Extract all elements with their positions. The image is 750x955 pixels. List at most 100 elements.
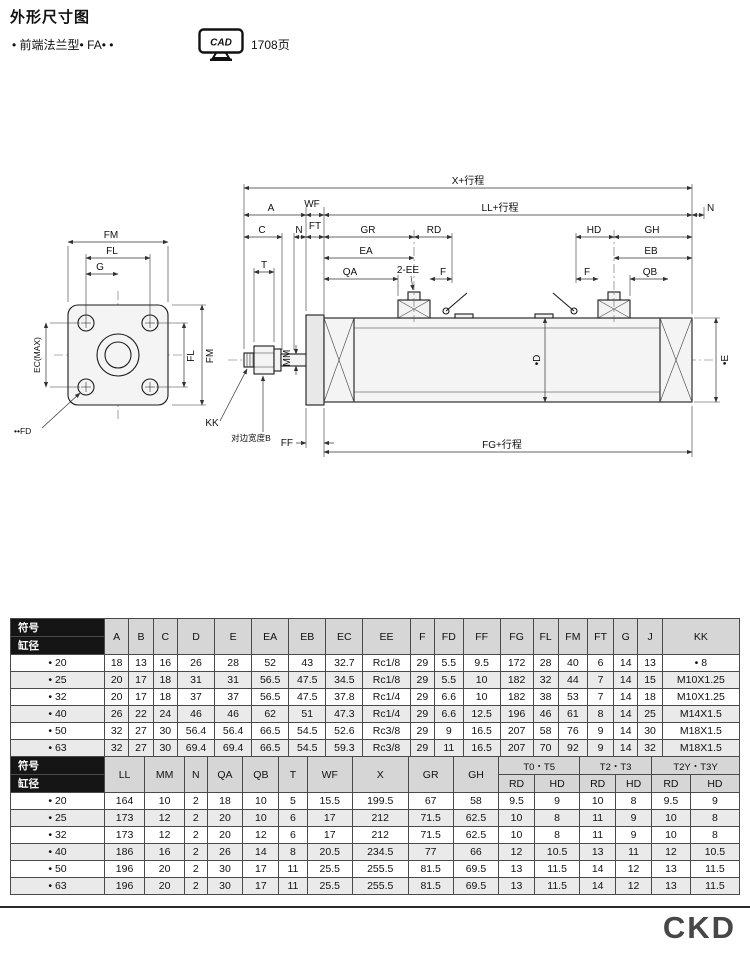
table-cell: 20 [103, 671, 130, 689]
table-cell: 10 [462, 688, 501, 706]
table-cell: 14 [579, 860, 617, 878]
table-cell: 29 [409, 654, 436, 672]
table-cell: 173 [103, 826, 146, 844]
column-group-header: T2・T3 [579, 756, 653, 775]
table-cell: 14 [613, 671, 639, 689]
table-cell: 32.7 [325, 654, 364, 672]
table-cell: 25.5 [306, 877, 353, 895]
table-cell: 37 [176, 688, 216, 706]
table-cell: 13 [128, 654, 154, 672]
table-cell: 13 [498, 877, 535, 895]
table-cell: 7 [587, 671, 615, 689]
table-cell: 14 [613, 722, 639, 740]
table-cell: 12 [144, 826, 186, 844]
dim-label-n-end: N [707, 203, 714, 214]
table-cell: 5.5 [434, 671, 464, 689]
table-cell: 6 [587, 654, 615, 672]
table-cell: 31 [214, 671, 253, 689]
table-cell: 77 [407, 843, 454, 861]
table-cell: Rc1/8 [362, 654, 411, 672]
cad-monitor-icon: CAD [198, 28, 244, 61]
table-cell: 10 [651, 826, 691, 844]
table-cell: 66.5 [251, 739, 290, 757]
page-subtitle: • 前端法兰型• FA• • [12, 38, 114, 52]
column-header-E: E [214, 618, 253, 655]
bore-size-cell: • 40 [10, 843, 105, 861]
table-cell: 8 [689, 826, 741, 844]
table-cell: 10 [498, 809, 535, 827]
dim-label-ff: FF [281, 438, 293, 449]
column-header-LL: LL [103, 756, 146, 793]
table-cell: 16.5 [462, 739, 501, 757]
table-cell: 92 [557, 739, 589, 757]
table-cell: 44 [557, 671, 589, 689]
table-cell: 66.5 [251, 722, 290, 740]
column-header-EC: EC [325, 618, 364, 655]
table-cell: 47.3 [325, 705, 364, 723]
bore-size-cell: • 32 [10, 688, 105, 706]
dim-label-fl-top: FL [106, 246, 118, 257]
table-cell: 28 [532, 654, 559, 672]
column-header-FG: FG [499, 618, 534, 655]
table-cell: 14 [579, 877, 617, 895]
table-cell: 9 [587, 739, 615, 757]
table-cell: 25 [637, 705, 663, 723]
table-cell: 69.5 [452, 877, 500, 895]
table-cell: 24 [152, 705, 178, 723]
dim-label-c: C [258, 225, 265, 236]
table-cell: 81.5 [407, 860, 454, 878]
table-cell: 9 [689, 792, 741, 810]
table-cell: 10 [242, 792, 280, 810]
table-cell: 54.5 [288, 739, 327, 757]
table-cell: 70 [532, 739, 559, 757]
dim-label-ea: EA [359, 246, 373, 257]
column-group-header: T0・T5 [498, 756, 581, 775]
column-header-X: X [351, 756, 409, 793]
table-cell: 69.4 [176, 739, 216, 757]
table-cell: 234.5 [351, 843, 409, 861]
sub-column-header-HD: HD [533, 774, 581, 793]
table-cell: 62.5 [452, 826, 500, 844]
table-cell: 30 [206, 877, 244, 895]
table-cell: 7 [587, 688, 615, 706]
table-cell: 10 [144, 792, 186, 810]
column-header-N: N [184, 756, 208, 793]
table-corner-symbol: 符号 [10, 618, 105, 637]
table-cell: 26 [103, 705, 130, 723]
dim-label-eb: EB [644, 246, 658, 257]
dim-label-fl-side: FL [186, 350, 197, 362]
table-cell: 38 [532, 688, 559, 706]
table-cell: 207 [499, 722, 534, 740]
table-cell: 9 [434, 722, 464, 740]
table-cell: 52 [251, 654, 290, 672]
table-cell: 14 [613, 705, 639, 723]
table-cell: 8 [278, 843, 308, 861]
table-cell: 10.5 [533, 843, 581, 861]
table-cell: 69.4 [214, 739, 253, 757]
sub-column-header-HD: HD [689, 774, 741, 793]
table-cell: 18 [152, 671, 178, 689]
table-cell: 62.5 [452, 809, 500, 827]
dim-label-2ee: 2-EE [397, 265, 420, 276]
column-header-A: A [103, 618, 130, 655]
footer-rule [0, 906, 750, 908]
sub-column-header-HD: HD [615, 774, 653, 793]
table-cell: 2 [184, 792, 208, 810]
table-cell: Rc1/8 [362, 671, 411, 689]
bore-size-cell: • 40 [10, 705, 105, 723]
table-cell: 13 [637, 654, 663, 672]
table-cell: 18 [152, 688, 178, 706]
table-cell: 18 [637, 688, 663, 706]
table-cell: 14 [613, 654, 639, 672]
table-cell: 11 [579, 809, 617, 827]
dim-label-gh: GH [645, 225, 660, 236]
dim-label-f-right: F [584, 267, 590, 278]
table-cell: 14 [613, 739, 639, 757]
